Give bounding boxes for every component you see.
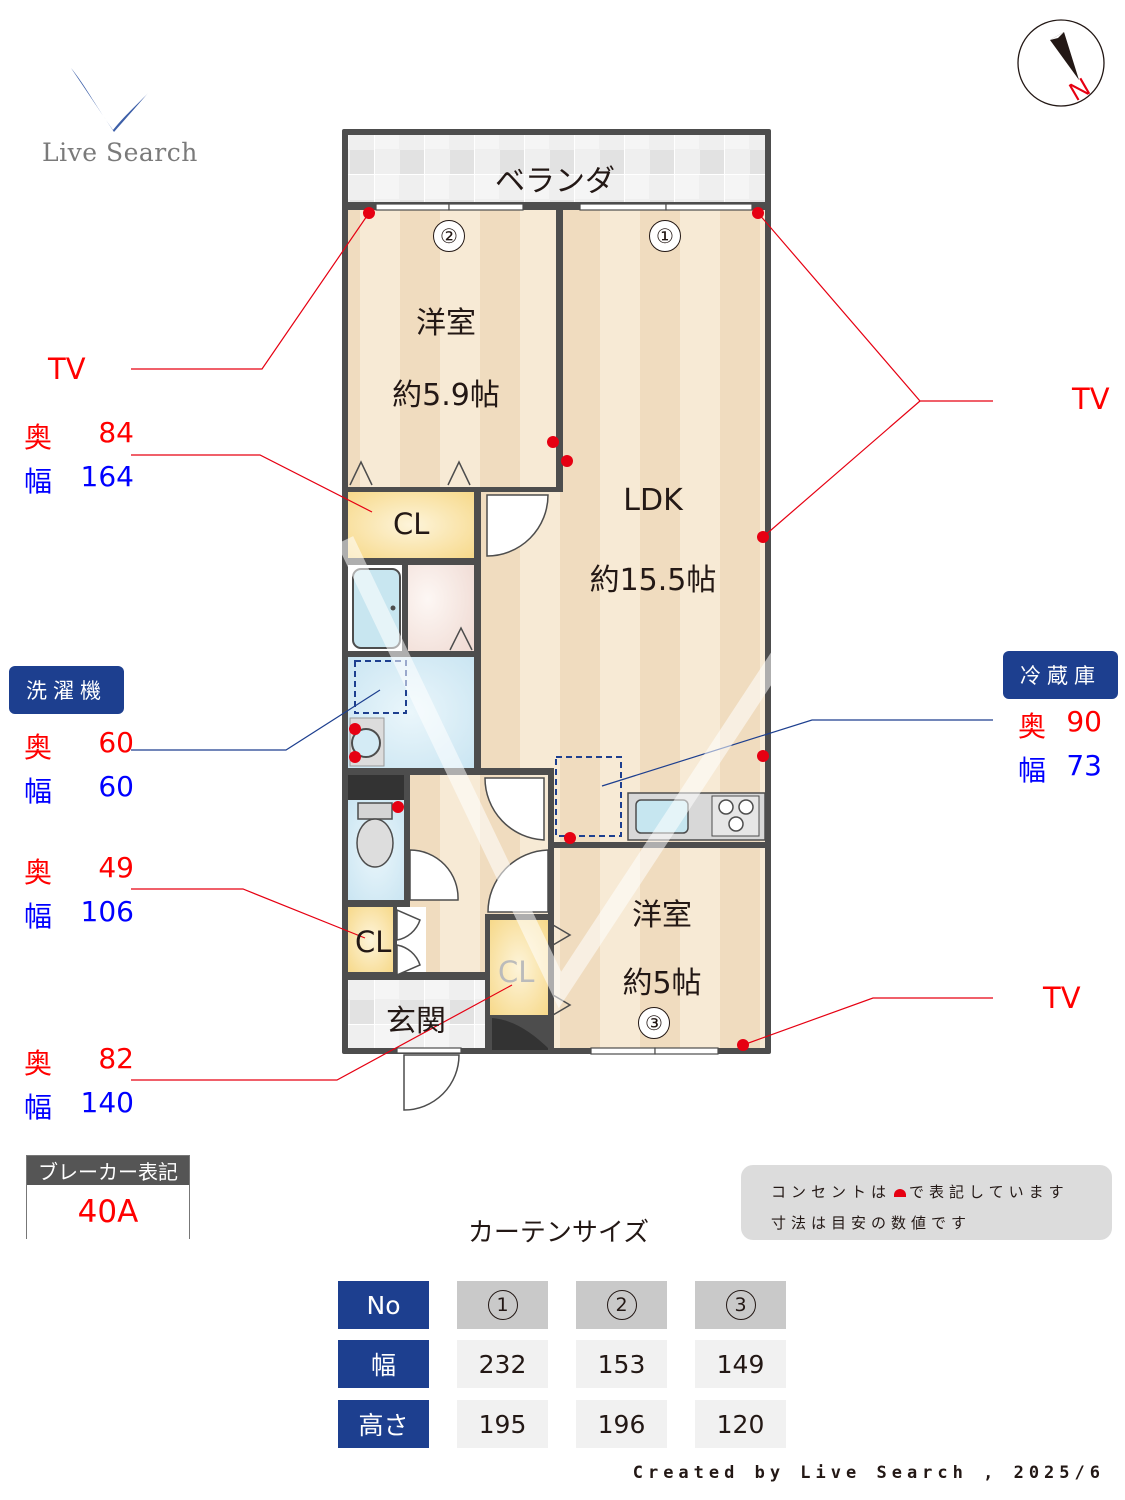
closet-3-label: CL <box>498 955 535 989</box>
curtain-no-3: 3 <box>695 1281 786 1329</box>
curtain-no-1: 1 <box>457 1281 548 1329</box>
width-label: 幅 <box>24 1091 53 1124</box>
note-line1-pre: コンセントは <box>771 1183 892 1201</box>
footer-credit: Created by Live Search , 2025/6 <box>632 1463 1105 1483</box>
curtain-height-2: 196 <box>576 1400 667 1448</box>
closet-2-label: CL <box>355 925 392 959</box>
outlet-icon <box>894 1188 907 1197</box>
curtain-width-2: 153 <box>576 1340 667 1388</box>
fridge-dimensions: 奥 90 幅 73 <box>1018 705 1102 789</box>
row-header-width: 幅 <box>338 1340 429 1388</box>
compass-needle-icon: N <box>1017 19 1105 107</box>
depth-value: 49 <box>98 851 134 884</box>
curtain-title: カーテンサイズ <box>467 1218 650 1248</box>
ldk-room <box>480 210 765 842</box>
curtain-width-1: 232 <box>457 1340 548 1388</box>
width-value: 106 <box>80 895 134 928</box>
breaker-header: ブレーカー表記 <box>27 1156 189 1185</box>
closet-2-dimensions: 奥 49 幅 106 <box>24 851 134 935</box>
ldk-label: LDK <box>623 483 683 518</box>
closet-3-dimensions: 奥 82 幅 140 <box>24 1042 134 1126</box>
window-number-2: ② <box>433 220 465 252</box>
row-header-no: No <box>338 1281 429 1329</box>
row-header-height: 高さ <box>338 1400 429 1448</box>
depth-value: 60 <box>98 726 134 759</box>
width-value: 140 <box>80 1086 134 1119</box>
closet-1-label: CL <box>393 507 430 541</box>
width-label: 幅 <box>24 900 53 933</box>
western-room-1 <box>348 210 556 487</box>
closet-1 <box>348 492 474 558</box>
outlet-note: コンセントはで表記しています 寸法は目安の数値です <box>741 1165 1112 1240</box>
note-line2: 寸法は目安の数値です <box>771 1214 972 1232</box>
width-value: 164 <box>80 460 134 493</box>
western-room-1-size: 約5.9帖 <box>392 378 500 413</box>
width-label: 幅 <box>1018 754 1047 787</box>
closet-2 <box>348 907 393 972</box>
veranda <box>348 135 765 202</box>
entrance-label: 玄関 <box>386 1004 446 1039</box>
width-label: 幅 <box>24 465 53 498</box>
depth-value: 84 <box>98 416 134 449</box>
curtain-height-3: 120 <box>695 1400 786 1448</box>
window-number-1: ① <box>649 220 681 252</box>
window-number-3: ③ <box>638 1007 670 1039</box>
washer-badge: 洗濯機 <box>9 666 124 714</box>
tv-label-right-top: TV <box>1072 382 1110 416</box>
fridge-badge: 冷蔵庫 <box>1003 651 1118 699</box>
curtain-no-2: 2 <box>576 1281 667 1329</box>
depth-value: 90 <box>1066 705 1102 738</box>
tv-label-left: TV <box>48 352 86 386</box>
kitchen-counter <box>627 792 766 841</box>
western-room-2-size: 約5帖 <box>622 966 702 1001</box>
depth-label: 奥 <box>24 856 53 889</box>
closet-1-dimensions: 奥 84 幅 164 <box>24 416 134 500</box>
western-room-2-label: 洋室 <box>632 898 692 933</box>
depth-label: 奥 <box>1018 710 1047 743</box>
logo-text: Live Search <box>42 138 198 167</box>
curtain-height-1: 195 <box>457 1400 548 1448</box>
veranda-label: ベランダ <box>495 164 615 199</box>
bath-changing <box>408 565 474 651</box>
compass: N <box>1016 18 1106 108</box>
depth-label: 奥 <box>24 421 53 454</box>
ldk-size: 約15.5帖 <box>589 563 717 598</box>
tv-label-right-bottom: TV <box>1043 981 1081 1015</box>
width-value: 73 <box>1066 749 1102 782</box>
width-label: 幅 <box>24 775 53 808</box>
curtain-width-3: 149 <box>695 1340 786 1388</box>
width-value: 60 <box>98 770 134 803</box>
depth-label: 奥 <box>24 731 53 764</box>
note-line1-post: で表記しています <box>909 1183 1069 1201</box>
depth-label: 奥 <box>24 1047 53 1080</box>
depth-value: 82 <box>98 1042 134 1075</box>
washer-dimensions: 奥 60 幅 60 <box>24 726 134 810</box>
breaker-box: ブレーカー表記 40A <box>26 1155 190 1239</box>
breaker-value: 40A <box>27 1185 189 1239</box>
washer-space <box>354 660 407 714</box>
western-room-1-label: 洋室 <box>416 306 476 341</box>
fridge-space <box>555 756 622 837</box>
